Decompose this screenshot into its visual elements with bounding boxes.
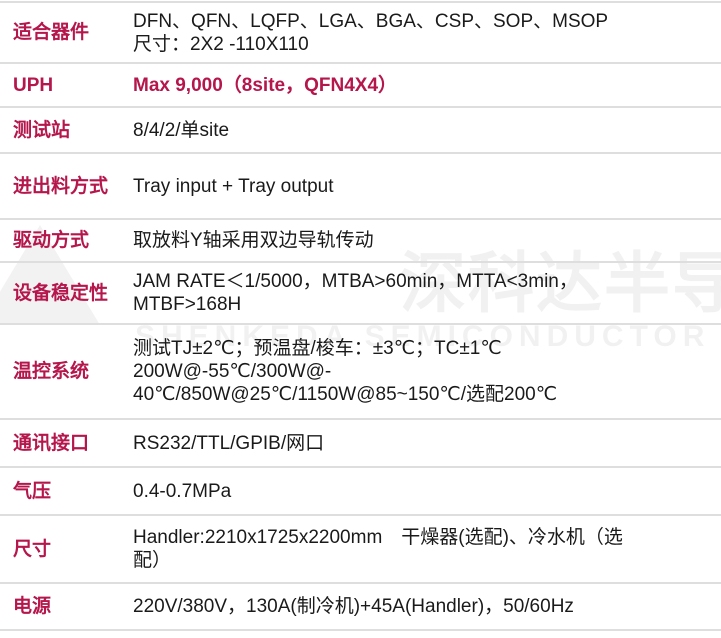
spec-value-line: MTBF>168H [133, 294, 242, 315]
spec-label: UPH [0, 62, 133, 107]
spec-value-line: 200W@-55℃/300W@- [133, 361, 332, 382]
spec-value: 0.4-0.7MPa [133, 466, 721, 515]
spec-value-line: 测试TJ±2℃；预温盘/梭车：±3℃；TC±1℃ [133, 338, 502, 359]
spec-value: Handler:2210x1725x2200mm 干燥器(选配)、冷水机（选配） [133, 514, 721, 583]
spec-value-line: 取放料Y轴采用双边导轨传动 [133, 230, 374, 251]
spec-value: 取放料Y轴采用双边导轨传动 [133, 218, 721, 262]
spec-value-line: 8/4/2/单site [133, 119, 230, 141]
spec-label: 适合器件 [0, 1, 133, 63]
spec-value: 220V/380V，130A(制冷机)+45A(Handler)，50/60Hz [133, 582, 721, 631]
spec-value-line: 40℃/850W@25℃/1150W@85~150℃/选配200℃ [133, 384, 558, 405]
spec-value-line: RS232/TTL/GPIB/网口 [133, 432, 325, 454]
spec-value-line: Tray input + Tray output [133, 175, 334, 197]
spec-value-line: Handler:2210x1725x2200mm 干燥器(选配)、冷水机（选 [133, 527, 623, 548]
spec-value: 8/4/2/单site [133, 106, 721, 153]
spec-value-line: JAM RATE＜1/5000，MTBA>60min，MTTA<3min， [133, 271, 578, 292]
spec-label: 温控系统 [0, 323, 133, 419]
spec-value: Tray input + Tray output [133, 152, 721, 219]
spec-value-line: Max 9,000（8site，QFN4X4） [133, 74, 398, 96]
spec-value-line: 尺寸：2X2 -110X110 [133, 33, 309, 55]
spec-value-line: 220V/380V，130A(制冷机)+45A(Handler)，50/60Hz [133, 596, 574, 617]
spec-label: 测试站 [0, 106, 133, 153]
spec-label: 设备稳定性 [0, 261, 133, 324]
spec-label: 电源 [0, 582, 133, 631]
spec-value-line: DFN、QFN、LQFP、LGA、BGA、CSP、SOP、MSOP [133, 10, 609, 32]
spec-value: JAM RATE＜1/5000，MTBA>60min，MTTA<3min，MTB… [133, 261, 721, 324]
spec-label: 通讯接口 [0, 418, 133, 467]
spec-label: 进出料方式 [0, 152, 133, 219]
spec-label: 尺寸 [0, 514, 133, 583]
spec-row-drive-mode: 驱动方式取放料Y轴采用双边导轨传动 [0, 218, 721, 262]
spec-value-line: 配） [133, 550, 172, 571]
spec-value-line: 0.4-0.7MPa [133, 480, 232, 502]
spec-label: 驱动方式 [0, 218, 133, 262]
spec-value: RS232/TTL/GPIB/网口 [133, 418, 721, 467]
spec-value: Max 9,000（8site，QFN4X4） [133, 62, 721, 107]
spec-label: 气压 [0, 466, 133, 515]
